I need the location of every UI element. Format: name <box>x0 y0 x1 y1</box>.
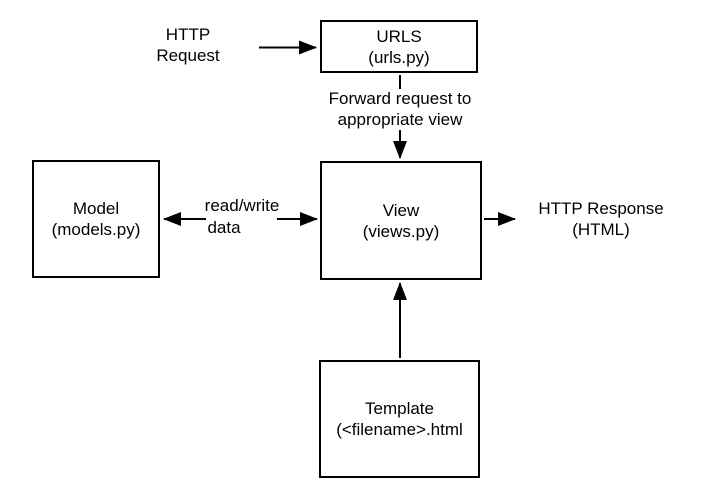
http-request-label: HTTP Request <box>138 24 238 66</box>
forward-request-label-line2: appropriate view <box>337 110 463 129</box>
urls-box-filename: (urls.py) <box>368 47 430 67</box>
forward-request-label: Forward request to appropriate view <box>320 88 480 130</box>
http-response-label: HTTP Response (HTML) <box>531 198 671 240</box>
template-box-title: Template <box>365 399 434 418</box>
view-box-title: View <box>382 200 420 220</box>
http-request-label-line1: HTTP <box>165 25 211 44</box>
model-box-title: Model <box>72 199 120 218</box>
http-response-label-line1: HTTP Response <box>538 199 664 218</box>
template-box-filename: (<filename>.html <box>336 420 463 439</box>
template-box: Template (<filename>.html <box>319 360 480 478</box>
read-write-label-line1: read/write <box>204 196 280 215</box>
forward-request-label-line1: Forward request to <box>328 89 472 108</box>
urls-box: URLS (urls.py) <box>320 20 478 73</box>
model-box: Model (models.py) <box>32 160 160 278</box>
urls-box-title: URLS <box>376 26 422 46</box>
http-response-label-line2: (HTML) <box>572 220 630 239</box>
read-write-label: read/write <box>202 195 282 216</box>
data-label: data <box>199 217 249 238</box>
http-request-label-line2: Request <box>156 46 220 65</box>
data-label-line: data <box>207 218 241 237</box>
model-box-filename: (models.py) <box>51 220 141 239</box>
view-box: View (views.py) <box>320 161 482 280</box>
view-box-filename: (views.py) <box>362 221 440 241</box>
